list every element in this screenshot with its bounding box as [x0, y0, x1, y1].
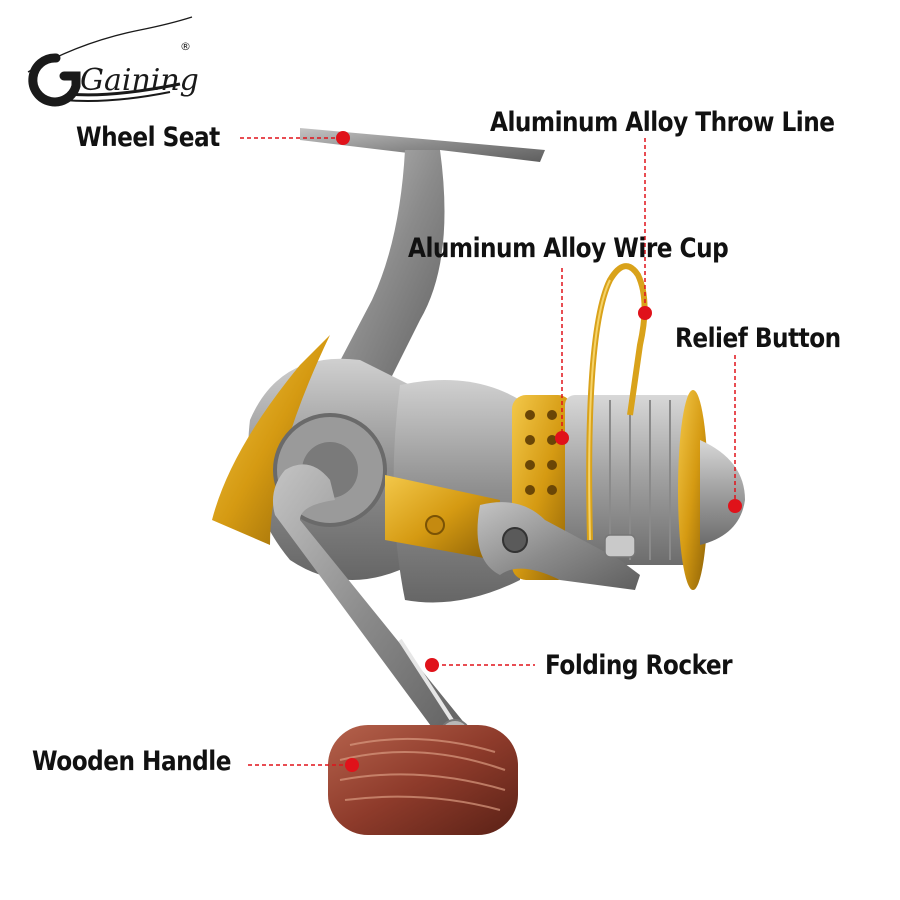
label-wire-cup: Aluminum Alloy Wire Cup — [408, 233, 729, 264]
reel-stem — [330, 150, 445, 400]
logo-wordmark: Gaining — [80, 63, 199, 98]
marker-relief-button — [728, 499, 742, 513]
label-wooden-handle: Wooden Handle — [32, 746, 231, 777]
marker-wheel-seat — [336, 131, 350, 145]
wooden-handle-knob — [328, 725, 518, 835]
wheel-seat-part — [300, 128, 545, 162]
registered-mark: ® — [180, 40, 191, 53]
label-wheel-seat: Wheel Seat — [76, 122, 220, 153]
label-throw-line: Aluminum Alloy Throw Line — [490, 107, 835, 138]
gold-side-plate — [212, 335, 330, 545]
marker-wire-cup — [555, 431, 569, 445]
brand-logo: Gaining ® — [27, 16, 199, 107]
marker-folding-rocker — [425, 658, 439, 672]
label-folding-rocker: Folding Rocker — [545, 650, 733, 681]
marker-wooden-handle — [345, 758, 359, 772]
rotor-gold-band — [385, 475, 500, 560]
label-relief-button: Relief Button — [675, 323, 841, 354]
marker-throw-line — [638, 306, 652, 320]
bail-arm — [477, 502, 640, 590]
relief-button-knob — [700, 440, 745, 545]
